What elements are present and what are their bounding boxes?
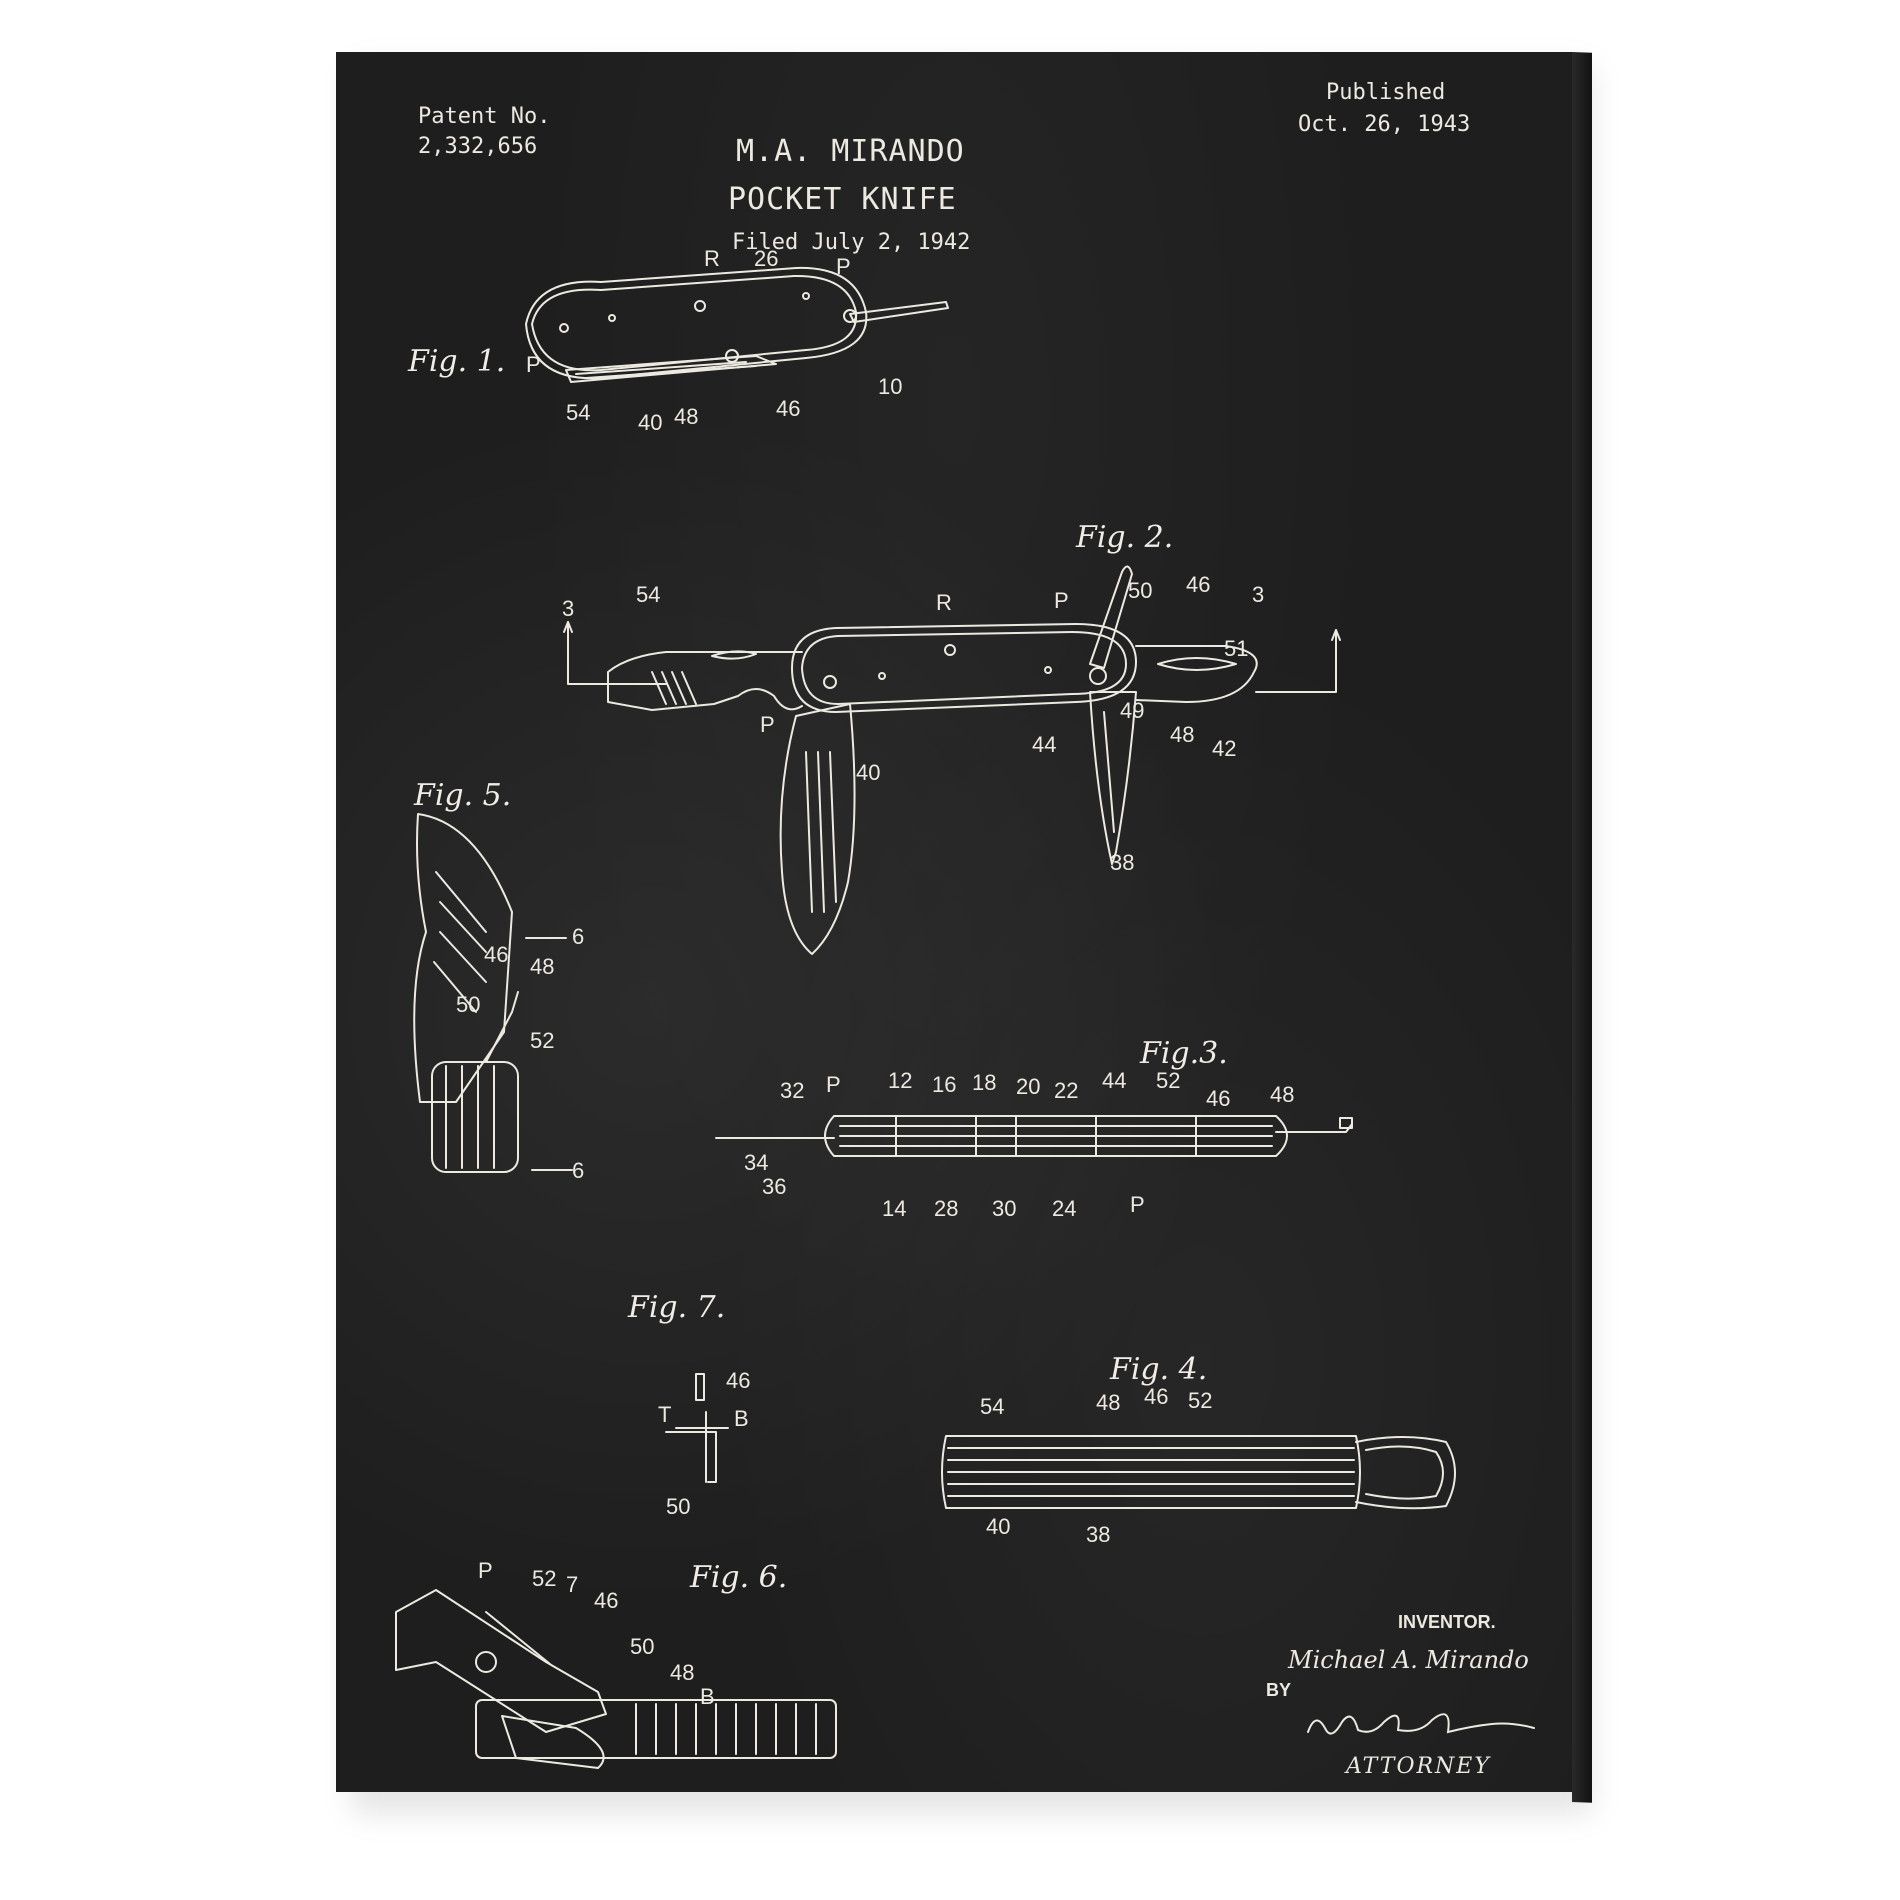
fig3-callout-16: 16 bbox=[932, 1072, 956, 1097]
fig2-callout-48: 48 bbox=[1170, 722, 1194, 747]
fig2-callout-46: 46 bbox=[1186, 572, 1210, 597]
canvas-side-edge bbox=[1572, 52, 1592, 1803]
fig2-callout-38: 38 bbox=[1110, 850, 1134, 875]
fig3-callout-36: 36 bbox=[762, 1174, 786, 1199]
fig2-callout-50: 50 bbox=[1128, 578, 1152, 603]
fig2-callout-40: 40 bbox=[856, 760, 880, 785]
fig3-callout-18: 18 bbox=[972, 1070, 996, 1095]
fig4-callout-40: 40 bbox=[986, 1514, 1010, 1539]
fig3-callout-44: 44 bbox=[1102, 1068, 1126, 1093]
fig1-callout-46: 46 bbox=[776, 396, 800, 421]
fig1-callout-26: 26 bbox=[754, 246, 778, 271]
fig1-callout-40: 40 bbox=[638, 410, 662, 435]
fig2-callout-42: 42 bbox=[1212, 736, 1236, 761]
fig5-callout-48: 48 bbox=[530, 954, 554, 979]
fig1-callout-R: R bbox=[704, 246, 720, 271]
fig6-callout-52: 52 bbox=[532, 1566, 556, 1591]
fig2-callout-49: 49 bbox=[1120, 698, 1144, 723]
fig6-callout-P: P bbox=[478, 1558, 493, 1583]
fig7-callout-B: B bbox=[734, 1406, 749, 1431]
fig5-callout-6: 6 bbox=[572, 924, 584, 949]
patent-drawings: R26PP1054404846354RP5046351P444948424038… bbox=[336, 52, 1572, 1792]
callout-numbers: R26PP1054404846354RP5046351P444948424038… bbox=[456, 246, 1294, 1709]
fig3-callout-P: P bbox=[826, 1072, 841, 1097]
fig3-callout-48: 48 bbox=[1270, 1082, 1294, 1107]
inventor-label: INVENTOR. bbox=[1398, 1612, 1496, 1633]
fig-3-drawing bbox=[716, 1116, 1352, 1156]
fig7-callout-T: T bbox=[658, 1402, 671, 1427]
fig6-callout-B: B bbox=[700, 1684, 715, 1709]
fig1-callout-48: 48 bbox=[674, 404, 698, 429]
fig4-callout-38: 38 bbox=[1086, 1522, 1110, 1547]
fig3-callout-12: 12 bbox=[888, 1068, 912, 1093]
fig2-callout-54: 54 bbox=[636, 582, 660, 607]
fig3-callout-24: 24 bbox=[1052, 1196, 1076, 1221]
fig3-callout-P: P bbox=[1130, 1192, 1145, 1217]
fig2-callout-3: 3 bbox=[562, 596, 574, 621]
fig2-callout-P: P bbox=[1054, 588, 1069, 613]
attorney-label: ATTORNEY bbox=[1346, 1754, 1491, 1779]
fig5-callout-46: 46 bbox=[484, 942, 508, 967]
fig3-callout-30: 30 bbox=[992, 1196, 1016, 1221]
fig4-callout-52: 52 bbox=[1188, 1388, 1212, 1413]
fig7-callout-46: 46 bbox=[726, 1368, 750, 1393]
fig3-callout-22: 22 bbox=[1054, 1078, 1078, 1103]
fig1-callout-54: 54 bbox=[566, 400, 590, 425]
fig-1-drawing bbox=[526, 268, 948, 382]
inventor-full-name: Michael A. Mirando bbox=[1288, 1646, 1529, 1674]
fig-5-drawing bbox=[414, 814, 572, 1172]
fig2-callout-R: R bbox=[936, 590, 952, 615]
fig-4-drawing bbox=[942, 1436, 1455, 1508]
fig6-callout-46: 46 bbox=[594, 1588, 618, 1613]
fig2-callout-51: 51 bbox=[1224, 636, 1248, 661]
fig-6-drawing bbox=[396, 1590, 836, 1768]
fig1-callout-P: P bbox=[526, 352, 541, 377]
fig2-callout-3: 3 bbox=[1252, 582, 1264, 607]
fig3-callout-52: 52 bbox=[1156, 1068, 1180, 1093]
fig3-callout-32: 32 bbox=[780, 1078, 804, 1103]
fig5-callout-50: 50 bbox=[456, 992, 480, 1017]
fig6-callout-50: 50 bbox=[630, 1634, 654, 1659]
fig-7-drawing bbox=[666, 1374, 728, 1482]
by-label: BY bbox=[1266, 1680, 1291, 1701]
fig4-callout-48: 48 bbox=[1096, 1390, 1120, 1415]
fig7-callout-50: 50 bbox=[666, 1494, 690, 1519]
patent-print-canvas: Patent No. 2,332,656 M.A. MIRANDO POCKET… bbox=[336, 52, 1572, 1792]
fig2-callout-P: P bbox=[760, 712, 775, 737]
fig6-callout-48: 48 bbox=[670, 1660, 694, 1685]
fig2-callout-44: 44 bbox=[1032, 732, 1056, 757]
fig3-callout-14: 14 bbox=[882, 1196, 906, 1221]
fig6-callout-7: 7 bbox=[566, 1572, 578, 1597]
fig5-callout-6: 6 bbox=[572, 1158, 584, 1183]
attorney-signature bbox=[1302, 1700, 1542, 1750]
fig4-callout-54: 54 bbox=[980, 1394, 1004, 1419]
fig5-callout-52: 52 bbox=[530, 1028, 554, 1053]
fig1-callout-10: 10 bbox=[878, 374, 902, 399]
fig3-callout-28: 28 bbox=[934, 1196, 958, 1221]
fig1-callout-P: P bbox=[836, 254, 851, 279]
fig3-callout-46: 46 bbox=[1206, 1086, 1230, 1111]
fig3-callout-34: 34 bbox=[744, 1150, 768, 1175]
fig3-callout-20: 20 bbox=[1016, 1074, 1040, 1099]
fig4-callout-46: 46 bbox=[1144, 1384, 1168, 1409]
